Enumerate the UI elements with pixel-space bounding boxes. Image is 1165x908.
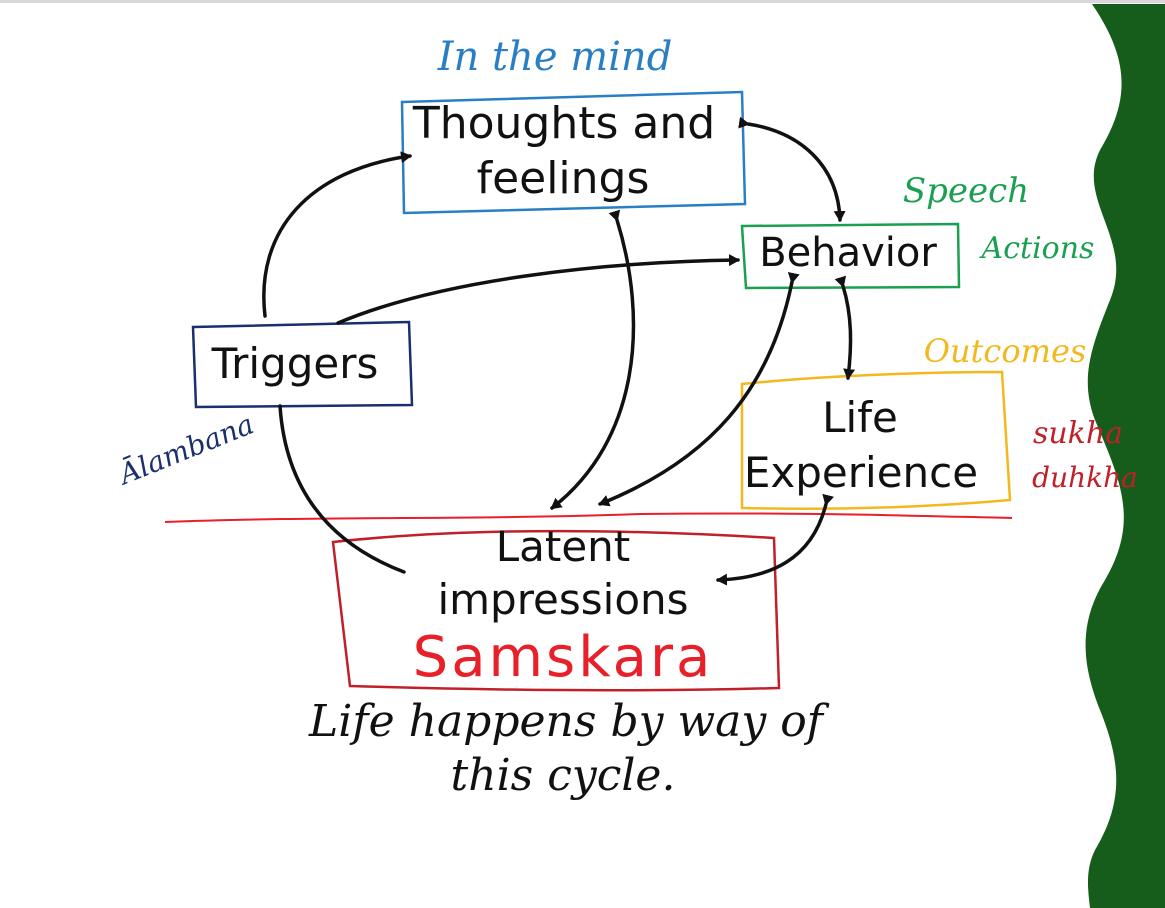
arrow-thoughts-to-behavior bbox=[738, 116, 846, 222]
arrow-thoughts-to-latent bbox=[550, 209, 636, 510]
speech-annotation: Speech bbox=[903, 171, 1029, 211]
in-the-mind-annotation: In the mind bbox=[437, 34, 673, 80]
arrow-behavior-to-latent bbox=[598, 271, 800, 507]
triggers-label: Triggers bbox=[211, 339, 379, 388]
alambana-annotation: Ālambana bbox=[112, 407, 259, 492]
top-border bbox=[0, 0, 1165, 3]
sukha-annotation: sukha bbox=[1033, 416, 1123, 451]
arrow-triggers-to-thoughts bbox=[262, 151, 412, 318]
latent-label-line1: Latent bbox=[496, 522, 631, 571]
behavior-box bbox=[740, 222, 961, 290]
caption-line1: Life happens by way of bbox=[308, 696, 830, 747]
arrow-life-to-latent bbox=[716, 493, 835, 586]
thoughts-label-line1: Thoughts and bbox=[412, 98, 715, 149]
behavior-label: Behavior bbox=[759, 230, 937, 276]
latent-label-line2: impressions bbox=[437, 575, 688, 624]
thoughts-label-line2: feelings bbox=[477, 153, 650, 204]
actions-annotation: Actions bbox=[979, 231, 1095, 266]
life-experience-label-line1: Life bbox=[822, 393, 898, 442]
caption-line2: this cycle. bbox=[451, 750, 676, 801]
life-experience-label-line2: Experience bbox=[744, 448, 978, 497]
latent-impressions-box bbox=[331, 529, 781, 692]
arrow-latent-to-triggers bbox=[278, 404, 406, 574]
conscious-divider-line bbox=[164, 512, 1013, 523]
side-panel-wave bbox=[1085, 4, 1165, 908]
outcomes-annotation: Outcomes bbox=[924, 332, 1087, 370]
samskara-annotation: Samskara bbox=[413, 625, 714, 690]
arrow-behavior-to-life bbox=[834, 275, 856, 380]
arrow-triggers-to-behavior bbox=[336, 254, 740, 325]
duhkha-annotation: duhkha bbox=[1032, 461, 1138, 494]
